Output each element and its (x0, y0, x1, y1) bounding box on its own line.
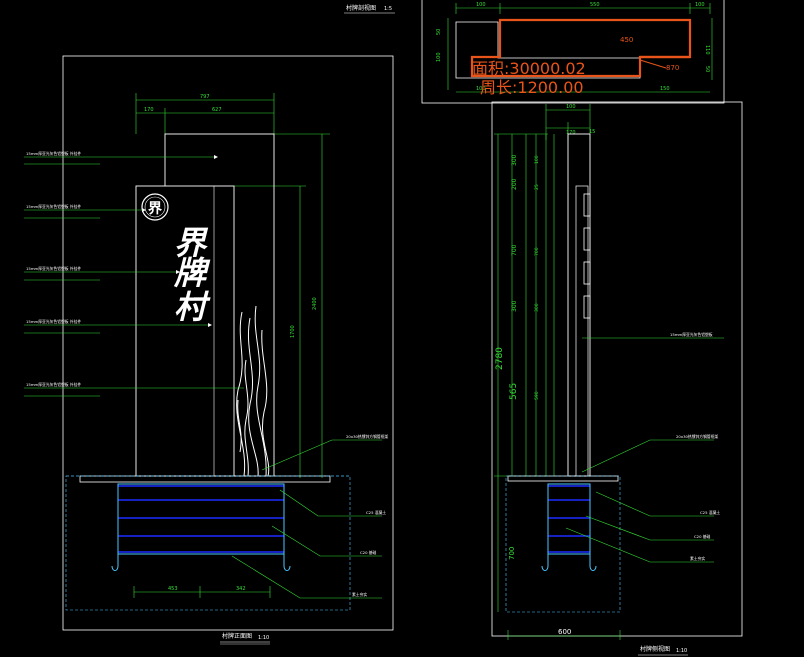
inset-dim-left-1: 50 (436, 29, 442, 35)
side-foundation-pit (505, 475, 621, 613)
side-base-callout-4: 素土夯实 (690, 556, 705, 561)
inset-dim-bottom-2: 150 (660, 86, 670, 92)
front-callout-1: 15mm厚亚光灰色铝塑板 外挂件 (26, 151, 81, 156)
front-dim-top-left: 170 (144, 107, 154, 113)
front-callout-4: 15mm厚亚光灰色铝塑板 外挂件 (26, 319, 81, 324)
top-title-scale: 1:5 (384, 6, 392, 12)
side-dim-left-total: 2780 (495, 347, 505, 370)
front-dim-right-outer: 2400 (312, 297, 318, 310)
side-dim-mid-3: 700 (534, 247, 540, 256)
inset-label-870: 870 (666, 64, 679, 72)
sign-char-2: 牌 (173, 254, 211, 292)
inset-dim-right-1: 110 (704, 45, 710, 55)
inset-dim-right-2: 50 (704, 66, 710, 72)
side-dim-mid-1: 100 (534, 155, 540, 164)
front-callout-3: 15mm厚亚光灰色铝塑板 外挂件 (26, 266, 81, 271)
sign-front-panel (135, 185, 235, 477)
inset-dim-top-3: 100 (695, 2, 705, 8)
sign-char-3: 村 (174, 288, 211, 326)
front-dim-bottom-2: 342 (236, 586, 246, 592)
side-view: 100 170 15 2780 700 300 200 700 300 565 … (491, 101, 743, 656)
inset-label-450: 450 (620, 36, 633, 44)
side-callout-panel: 15mm厚亚光灰色铝塑板 (670, 332, 713, 337)
inset-highlight-outline (470, 18, 692, 78)
front-view: 797 170 627 2400 1700 界 界 牌 村 (24, 55, 394, 645)
village-logo (141, 193, 169, 221)
side-dim-mid-2: 25 (534, 184, 540, 190)
front-dim-bottom-1: 453 (168, 586, 178, 592)
front-dim-top-total: 797 (200, 94, 210, 100)
front-dim-right-inner: 1700 (290, 325, 296, 338)
side-dim-bottom: 600 (558, 628, 571, 636)
front-base-callout-1: 20x30热镀锌方钢管框架 (346, 434, 388, 439)
front-base-callout-2: C25 混凝土 (366, 510, 386, 515)
side-dim-inner-4: 300 (511, 300, 518, 312)
top-title: 村牌剖视图 1:5 (344, 4, 395, 14)
village-logo-char: 界 (148, 201, 163, 217)
side-dim-mid-5: 590 (534, 391, 540, 400)
front-rebar-cage (111, 483, 291, 571)
top-title-text: 村牌剖视图 (346, 4, 376, 12)
top-inset-section: 100 550 100 50 100 110 50 100 150 450 87… (421, 0, 725, 104)
side-dim-top-2: 170 (566, 130, 576, 136)
front-foundation-pit (65, 475, 351, 611)
inset-dim-top-1: 100 (476, 2, 486, 8)
side-panel-brackets (583, 193, 591, 319)
side-base-callout-3: C20 基础 (694, 534, 710, 539)
front-callout-5: 15mm厚亚光灰色铝塑板 外挂件 (26, 382, 81, 387)
inset-area-text: 面积:30000.02 (472, 59, 586, 78)
side-base-callout-1: 20x30热镀锌方钢管框架 (676, 434, 718, 439)
front-view-title: 村牌正面图 (222, 632, 252, 640)
side-view-scale: 1:10 (676, 648, 687, 654)
side-dim-inner-3: 700 (511, 244, 518, 256)
front-dim-top-right: 627 (212, 107, 222, 113)
front-base-callout-4: 素土夯实 (352, 592, 367, 597)
front-callout-2: 15mm厚亚光灰色铝塑板 外挂件 (26, 204, 81, 209)
side-dim-top-3: 15 (589, 129, 595, 135)
front-base-slab (79, 475, 331, 483)
flame-pattern (236, 305, 270, 477)
side-dim-mid-4: 300 (534, 303, 540, 312)
inset-dim-bottom-1: 100 (476, 86, 486, 92)
inset-dim-top-2: 550 (590, 2, 600, 8)
front-callout-leaders (24, 156, 244, 397)
inset-perimeter-text: 周长:1200.00 (480, 78, 584, 97)
inset-frame (421, 0, 725, 104)
side-dim-inner-5: 565 (509, 383, 519, 400)
front-view-scale: 1:10 (258, 635, 269, 641)
side-dim-top-1: 100 (566, 104, 576, 110)
side-dim-inner-2: 200 (511, 178, 518, 190)
side-rebar-cage (541, 483, 597, 571)
front-view-frame (62, 55, 394, 631)
side-dim-inner-1: 300 (511, 154, 518, 166)
sign-char-1: 界 (174, 224, 209, 262)
side-base-callout-2: C25 混凝土 (700, 510, 720, 515)
inset-dim-left-2: 100 (436, 52, 442, 62)
side-dim-left-foundation: 700 (508, 547, 516, 560)
side-view-title: 村牌侧视图 (640, 645, 670, 653)
front-base-callout-3: C20 基础 (360, 550, 376, 555)
